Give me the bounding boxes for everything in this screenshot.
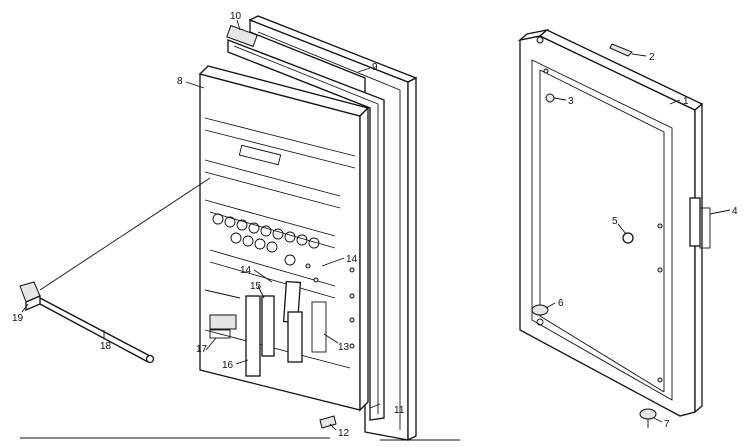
callout-13: 13 (338, 342, 350, 353)
breaker-strip (226, 24, 258, 48)
callout-14-left: 14 (240, 265, 252, 276)
door-outer-top-edge (248, 15, 418, 83)
callout-17: 17 (196, 344, 208, 355)
door-gasket (227, 39, 385, 421)
small-parts (531, 43, 657, 428)
callout-11: 11 (394, 405, 405, 416)
door-bin (209, 314, 237, 330)
liner-screws (305, 263, 355, 349)
door-stop (545, 93, 555, 103)
hinge-pin (609, 43, 633, 57)
door-handle (689, 197, 711, 249)
callout-16: 16 (222, 360, 234, 371)
egg-tray (212, 213, 320, 266)
callout-3: 3 (568, 96, 574, 107)
door-shelf-bracket (245, 295, 261, 377)
leveling-foot (639, 408, 657, 420)
callout-18: 18 (100, 341, 112, 352)
compartments (209, 144, 327, 377)
assembly-guide-line (39, 177, 211, 291)
bottom-hinge-bushing (531, 304, 549, 316)
hinge-parts (19, 177, 211, 364)
callout-19: 19 (12, 313, 24, 324)
callout-5: 5 (612, 216, 618, 227)
callout-7: 7 (664, 419, 670, 430)
callout-12: 12 (338, 428, 350, 439)
stop-pin (622, 232, 634, 244)
door-liner-assembly (198, 15, 418, 442)
door-outer-side-edge (407, 76, 417, 442)
callout-15: 15 (250, 281, 262, 292)
door-outer-assembly (517, 28, 711, 428)
hinge-rod (39, 297, 151, 357)
callout-labels: 1 2 3 4 5 6 7 8 9 10 11 12 13 14 14 15 1… (12, 11, 738, 439)
callout-10: 10 (230, 11, 242, 22)
callout-1: 1 (683, 96, 689, 107)
leader-lines (21, 19, 731, 431)
callout-8: 8 (177, 76, 183, 87)
callout-2: 2 (649, 52, 655, 63)
callout-14-right: 14 (346, 254, 358, 265)
callout-4: 4 (732, 206, 738, 217)
hinge-screw (319, 415, 337, 429)
callout-9: 9 (372, 62, 378, 73)
callout-6: 6 (558, 298, 564, 309)
